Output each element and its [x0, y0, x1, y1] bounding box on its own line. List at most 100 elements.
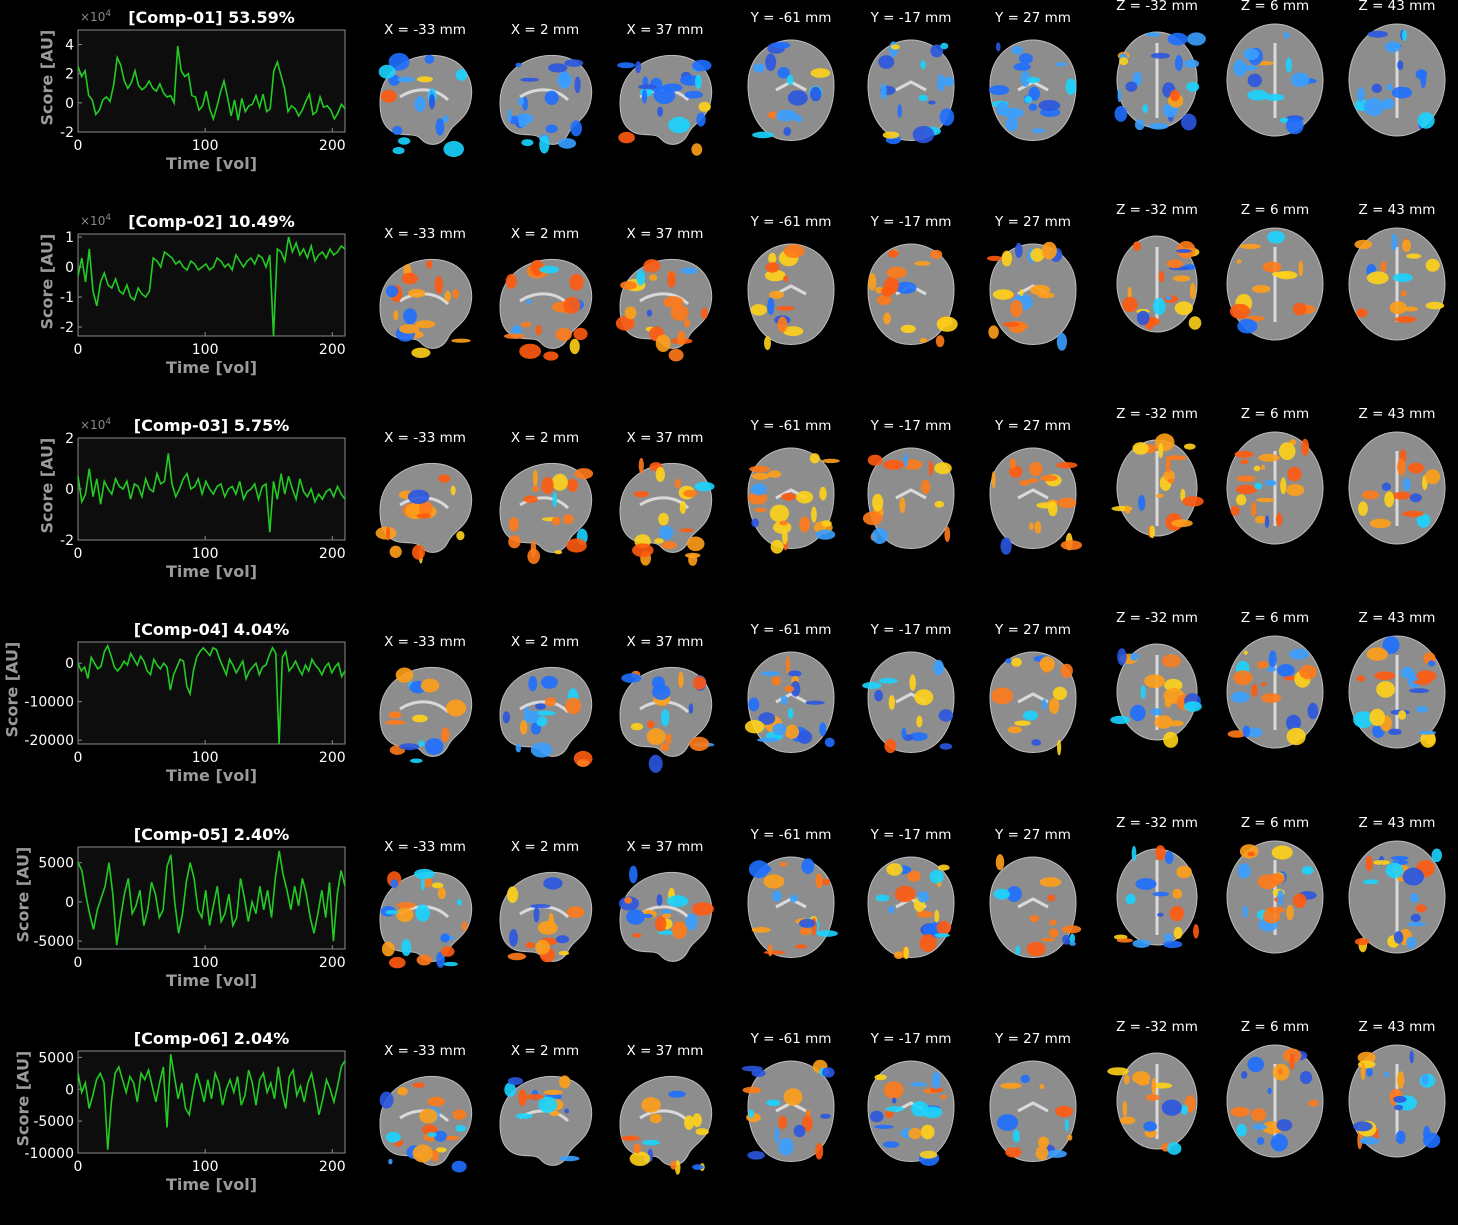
activation-blob — [540, 675, 558, 689]
activation-blob — [641, 89, 648, 104]
activation-blob — [1169, 89, 1180, 102]
activation-blob — [809, 453, 820, 464]
activation-blob — [1243, 650, 1248, 655]
activation-blob — [1239, 844, 1259, 859]
activation-blob — [1413, 679, 1432, 685]
slice-coordinate-label: Y = 27 mm — [995, 622, 1071, 638]
activation-blob — [776, 306, 795, 311]
brain-slice: X = 37 mm — [606, 839, 724, 1009]
activation-blob — [1239, 243, 1262, 250]
activation-blob — [1140, 685, 1146, 700]
activation-blob — [1174, 55, 1183, 71]
activation-blob — [1062, 925, 1082, 934]
activation-blob — [772, 890, 782, 902]
activation-blob — [1031, 739, 1042, 746]
brain-slice: Z = 43 mm — [1338, 610, 1456, 780]
brain-slice: Y = -61 mm — [732, 10, 850, 180]
activation-blob — [777, 67, 790, 79]
activation-blob — [748, 860, 770, 879]
activation-blob — [1362, 879, 1379, 885]
activation-blob — [1389, 301, 1407, 315]
activation-blob — [1400, 666, 1414, 679]
activation-blob — [695, 1128, 709, 1136]
y-tick-label: 2 — [65, 431, 74, 447]
activation-blob — [1164, 851, 1174, 864]
activation-blob — [544, 697, 557, 707]
activation-blob — [781, 492, 796, 501]
activation-blob — [692, 1164, 704, 1170]
activation-blob — [1041, 937, 1055, 942]
activation-blob — [805, 700, 825, 705]
activation-blob — [1158, 270, 1165, 283]
activation-blob — [549, 1110, 560, 1117]
activation-blob — [1186, 32, 1206, 46]
activation-blob — [1027, 478, 1039, 483]
activation-blob — [557, 71, 572, 89]
activation-blob — [461, 921, 467, 931]
activation-blob — [525, 299, 533, 304]
activation-blob — [379, 1091, 394, 1109]
activation-blob — [621, 673, 642, 683]
activation-blob — [1233, 670, 1253, 686]
activation-blob — [541, 476, 554, 495]
activation-blob — [893, 951, 904, 959]
activation-blob — [1150, 52, 1170, 59]
activation-blob — [1065, 78, 1077, 95]
brain-slice: X = -33 mm — [366, 839, 484, 1009]
activation-blob — [1001, 250, 1012, 267]
brain-slice: X = -33 mm — [366, 226, 484, 396]
brain-slice: Z = 6 mm — [1216, 815, 1334, 985]
activation-blob — [1397, 458, 1406, 476]
activation-blob — [1393, 1095, 1407, 1103]
slice-coordinate-label: X = -33 mm — [384, 22, 466, 38]
activation-blob — [386, 285, 399, 298]
activation-blob — [1289, 648, 1310, 660]
activation-blob — [1152, 297, 1166, 315]
activation-blob — [1237, 318, 1258, 334]
activation-blob — [1038, 1136, 1049, 1149]
activation-blob — [1391, 233, 1397, 251]
activation-blob — [1180, 1104, 1188, 1115]
activation-blob — [1122, 296, 1138, 313]
activation-blob — [1134, 119, 1145, 131]
slice-coordinate-label: Z = 43 mm — [1358, 0, 1436, 14]
activation-blob — [381, 941, 395, 957]
brain-slice: Y = -17 mm — [852, 622, 970, 792]
activation-blob — [523, 495, 538, 504]
activation-blob — [443, 961, 458, 967]
slice-coordinate-label: Y = -17 mm — [870, 1031, 952, 1047]
plot-area — [77, 641, 346, 745]
activation-blob — [419, 1108, 438, 1124]
activation-blob — [1234, 450, 1254, 458]
activation-blob — [903, 453, 908, 468]
activation-blob — [1060, 540, 1083, 550]
activation-blob — [1279, 117, 1289, 123]
activation-blob — [1392, 273, 1413, 282]
activation-blob — [1301, 866, 1314, 875]
activation-blob — [393, 310, 399, 321]
activation-blob — [399, 743, 420, 751]
activation-blob — [539, 265, 559, 274]
activation-blob — [649, 274, 658, 281]
activation-blob — [936, 920, 952, 935]
activation-blob — [1130, 652, 1139, 661]
x-axis-label: Time [vol] — [165, 154, 258, 173]
slice-coordinate-label: X = -33 mm — [384, 430, 466, 446]
activation-blob — [415, 320, 436, 329]
x-axis-label: Time [vol] — [165, 562, 258, 581]
activation-blob — [772, 41, 791, 49]
activation-blob — [418, 740, 425, 747]
activation-blob — [1154, 433, 1175, 452]
brain-slice: Y = -17 mm — [852, 827, 970, 997]
activation-blob — [566, 538, 587, 553]
activation-blob — [410, 758, 423, 764]
activation-blob — [537, 921, 558, 935]
activation-blob — [1167, 32, 1188, 46]
y-tick-label: -20000 — [24, 733, 74, 749]
plot-area — [77, 233, 346, 337]
activation-blob — [1116, 938, 1133, 943]
activation-blob — [431, 1149, 439, 1162]
activation-blob — [916, 715, 923, 728]
activation-blob — [655, 334, 671, 352]
activation-blob — [1243, 48, 1259, 61]
